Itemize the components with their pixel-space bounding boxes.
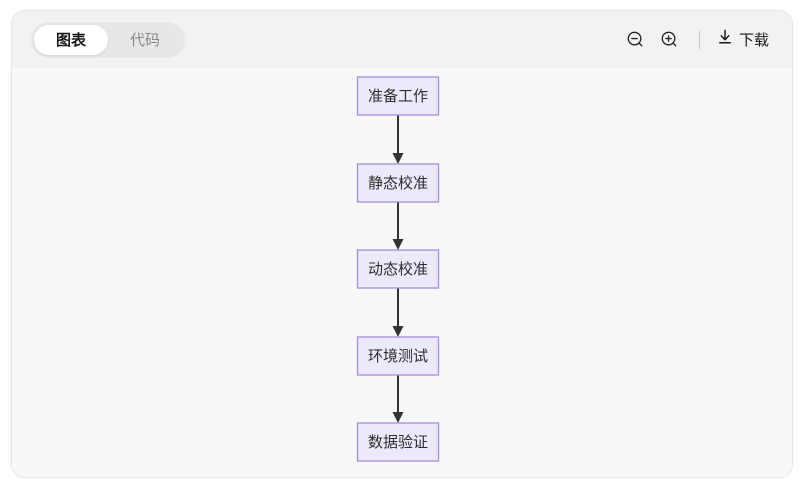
flow-node-label: 环境测试 <box>368 347 428 365</box>
tab-code[interactable]: 代码 <box>129 32 160 49</box>
diagram-canvas[interactable]: 准备工作静态校准动态校准环境测试数据验证 <box>12 68 792 477</box>
edge-arrowhead <box>392 153 404 164</box>
flow-node[interactable]: 环境测试 <box>356 336 440 376</box>
flow-node[interactable]: 准备工作 <box>356 76 440 116</box>
flow-node-box <box>356 249 440 289</box>
diagram-card: 图表 代码 <box>11 10 793 478</box>
zoom-in-button[interactable] <box>653 23 687 57</box>
download-label: 下载 <box>738 32 769 49</box>
edge-arrowhead <box>392 239 404 250</box>
view-mode-segmented-control[interactable]: 图表 代码 <box>31 21 185 58</box>
card-header: 图表 代码 <box>12 11 792 68</box>
zoom-out-icon <box>626 30 645 49</box>
flow-node-label: 数据验证 <box>368 434 428 451</box>
download-icon <box>716 28 734 51</box>
edge-arrowhead <box>392 412 404 423</box>
flow-node-label: 动态校准 <box>368 261 428 278</box>
toolbar: 下载 <box>619 23 773 57</box>
flow-node[interactable]: 数据验证 <box>356 422 440 462</box>
flow-node-label: 准备工作 <box>368 88 428 105</box>
flow-node-box <box>356 336 440 376</box>
flow-node[interactable]: 动态校准 <box>356 249 440 289</box>
flow-node-label: 静态校准 <box>368 175 428 192</box>
flow-node[interactable]: 静态校准 <box>356 163 440 203</box>
toolbar-divider <box>698 30 700 49</box>
tab-chart[interactable]: 图表 <box>34 24 108 55</box>
flow-node-box <box>356 422 440 462</box>
edge-arrowhead <box>392 326 404 337</box>
flow-node-box <box>356 76 440 116</box>
zoom-in-icon <box>660 30 679 49</box>
download-button[interactable]: 下载 <box>712 24 773 55</box>
flow-node-box <box>356 163 440 203</box>
zoom-out-button[interactable] <box>619 23 653 57</box>
